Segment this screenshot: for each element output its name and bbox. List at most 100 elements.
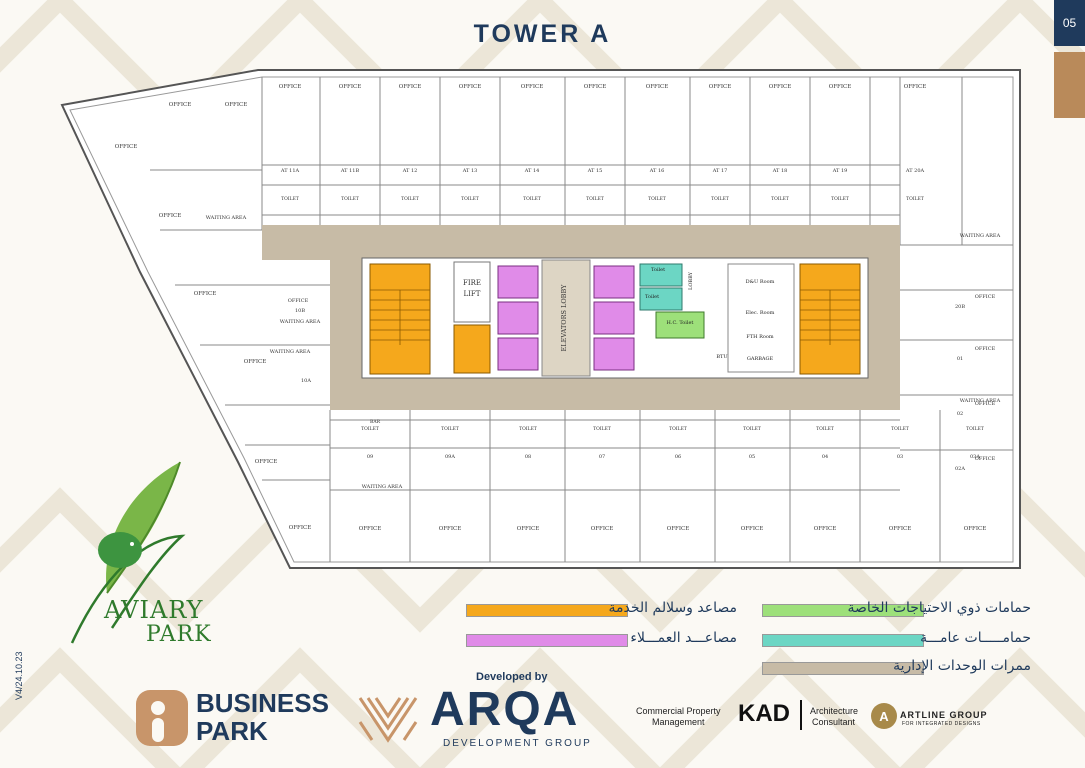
office-label: OFFICE — [975, 456, 996, 462]
office-label: OFFICE — [829, 84, 852, 90]
toilet-label: TOILET — [461, 196, 479, 202]
office-labels: OFFICE AT 11A TOILET OFFICE AT 11B TOILET OFFI… — [115, 84, 1001, 532]
svg-text:Toilet: Toilet — [645, 294, 659, 300]
svg-text:A: A — [879, 709, 889, 724]
toilet-label: TOILET — [711, 196, 729, 202]
svg-text:D&U Room: D&U Room — [746, 279, 775, 285]
office-label: OFFICE — [459, 84, 482, 90]
office-label: OFFICE — [646, 84, 669, 90]
toilet-label: TOILET — [891, 426, 909, 432]
office-label: OFFICE — [975, 401, 996, 407]
arqa-subtitle: DEVELOPMENT GROUP — [443, 738, 592, 749]
toilet-label: TOILET — [816, 426, 834, 432]
business-park-logo-mark — [136, 690, 188, 746]
office-label: OFFICE — [399, 84, 422, 90]
arqa-text: ARQA — [430, 683, 580, 736]
service-lift — [453, 324, 491, 374]
bar-label: BAR — [370, 419, 381, 425]
legend-swatch-corridors — [762, 662, 924, 675]
cpm-line2: Management — [652, 717, 705, 727]
toilet-label: TOILET — [669, 426, 687, 432]
version-label: V4/24.10.23 — [14, 651, 24, 700]
office-label: OFFICE — [359, 526, 382, 532]
office-label: OFFICE — [709, 84, 732, 90]
business-park-text: PARK — [196, 716, 268, 746]
unit-label: 02A — [955, 466, 965, 472]
unit-label: AT 15 — [587, 168, 603, 174]
unit-label: AT 12 — [402, 168, 418, 174]
aviary-text: AVIARY — [104, 596, 204, 624]
legend-label-service-lifts: مصاعد وسلالم الخدمة — [608, 600, 737, 616]
top-office-row — [262, 77, 963, 245]
office-label: OFFICE — [279, 84, 302, 90]
unit-label: AT 17 — [712, 168, 728, 174]
svg-text:LOBBY: LOBBY — [688, 271, 694, 290]
waiting-label: WAITING AREA — [206, 215, 247, 221]
cpm-line1: Commercial Property — [636, 706, 721, 716]
arch-line1: Architecture — [810, 706, 859, 716]
toilet-label: TOILET — [743, 426, 761, 432]
unit-label: 06 — [675, 454, 681, 460]
unit-label: 02 — [957, 411, 963, 417]
legend-swatch-public-toilets — [762, 634, 924, 647]
unit-label: 09A — [445, 454, 455, 460]
toilet-label: TOILET — [519, 426, 537, 432]
arch-line2: Consultant — [812, 717, 856, 727]
toilet-label: TOILET — [341, 196, 359, 202]
office-label: OFFICE — [194, 291, 217, 297]
toilet-label: TOILET — [586, 196, 604, 202]
toilet-label: TOILET — [361, 426, 379, 432]
unit-label: 04 — [822, 454, 828, 460]
svg-text:FTH Room: FTH Room — [746, 334, 774, 340]
office-label: OFFICE — [288, 298, 309, 304]
office-label: OFFICE — [339, 84, 362, 90]
artline-name: ARTLINE GROUP — [900, 710, 988, 720]
legend-label-hc-toilets: حمامات ذوي الاحتياجات الخاصة — [847, 600, 1031, 616]
office-label: OFFICE — [584, 84, 607, 90]
unit-label: 20B — [955, 304, 965, 310]
toilet-label: TOILET — [771, 196, 789, 202]
toilet-label: TOILET — [593, 426, 611, 432]
business-text: BUSINESS — [196, 688, 329, 718]
unit-label: AT 13 — [462, 168, 478, 174]
unit-label: AT 16 — [649, 168, 665, 174]
waiting-label: WAITING AREA — [960, 398, 1001, 404]
hc-toilet — [655, 311, 705, 339]
svg-text:ELEVATORS LOBBY: ELEVATORS LOBBY — [560, 284, 568, 352]
bottom-office-row — [329, 410, 941, 562]
toilet-label: TOILET — [966, 426, 984, 432]
office-label: OFFICE — [889, 526, 912, 532]
toilet-label: TOILET — [523, 196, 541, 202]
svg-text:H.C. Toilet: H.C. Toilet — [667, 320, 694, 326]
waiting-label: WAITING AREA — [270, 349, 311, 355]
legend-label-client-lifts: مصاعـــد العمـــلاء — [630, 630, 737, 646]
office-label: OFFICE — [814, 526, 837, 532]
office-label: OFFICE — [975, 346, 996, 352]
page-tab-accent — [1054, 52, 1085, 118]
office-label: OFFICE — [255, 459, 278, 465]
unit-label: AT 11A — [280, 168, 300, 174]
elevators-lobby — [541, 259, 591, 377]
toilet-label: TOILET — [648, 196, 666, 202]
admin-corridor — [262, 225, 900, 410]
unit-label: 03 — [897, 454, 903, 460]
toilet-label: TOILET — [906, 196, 924, 202]
unit-label: AT 11B — [340, 168, 360, 174]
office-label: OFFICE — [289, 525, 312, 531]
office-label: OFFICE — [667, 526, 690, 532]
page-number: 05 — [1054, 0, 1085, 46]
toilet-label: TOILET — [831, 196, 849, 202]
unit-label: AT 18 — [772, 168, 788, 174]
public-toilet-2 — [639, 287, 683, 311]
artline-logo-mark: A — [871, 703, 897, 729]
unit-label: 10A — [301, 378, 311, 384]
office-label: OFFICE — [741, 526, 764, 532]
page-title: TOWER A — [473, 20, 612, 48]
unit-label: AT 19 — [832, 168, 848, 174]
svg-text:Toilet: Toilet — [651, 267, 665, 273]
arqa-logo-mark — [358, 697, 418, 743]
unit-label: 03A — [970, 454, 980, 460]
kad-text: KAD — [738, 700, 790, 727]
legend-swatch-service-lifts — [466, 604, 628, 617]
